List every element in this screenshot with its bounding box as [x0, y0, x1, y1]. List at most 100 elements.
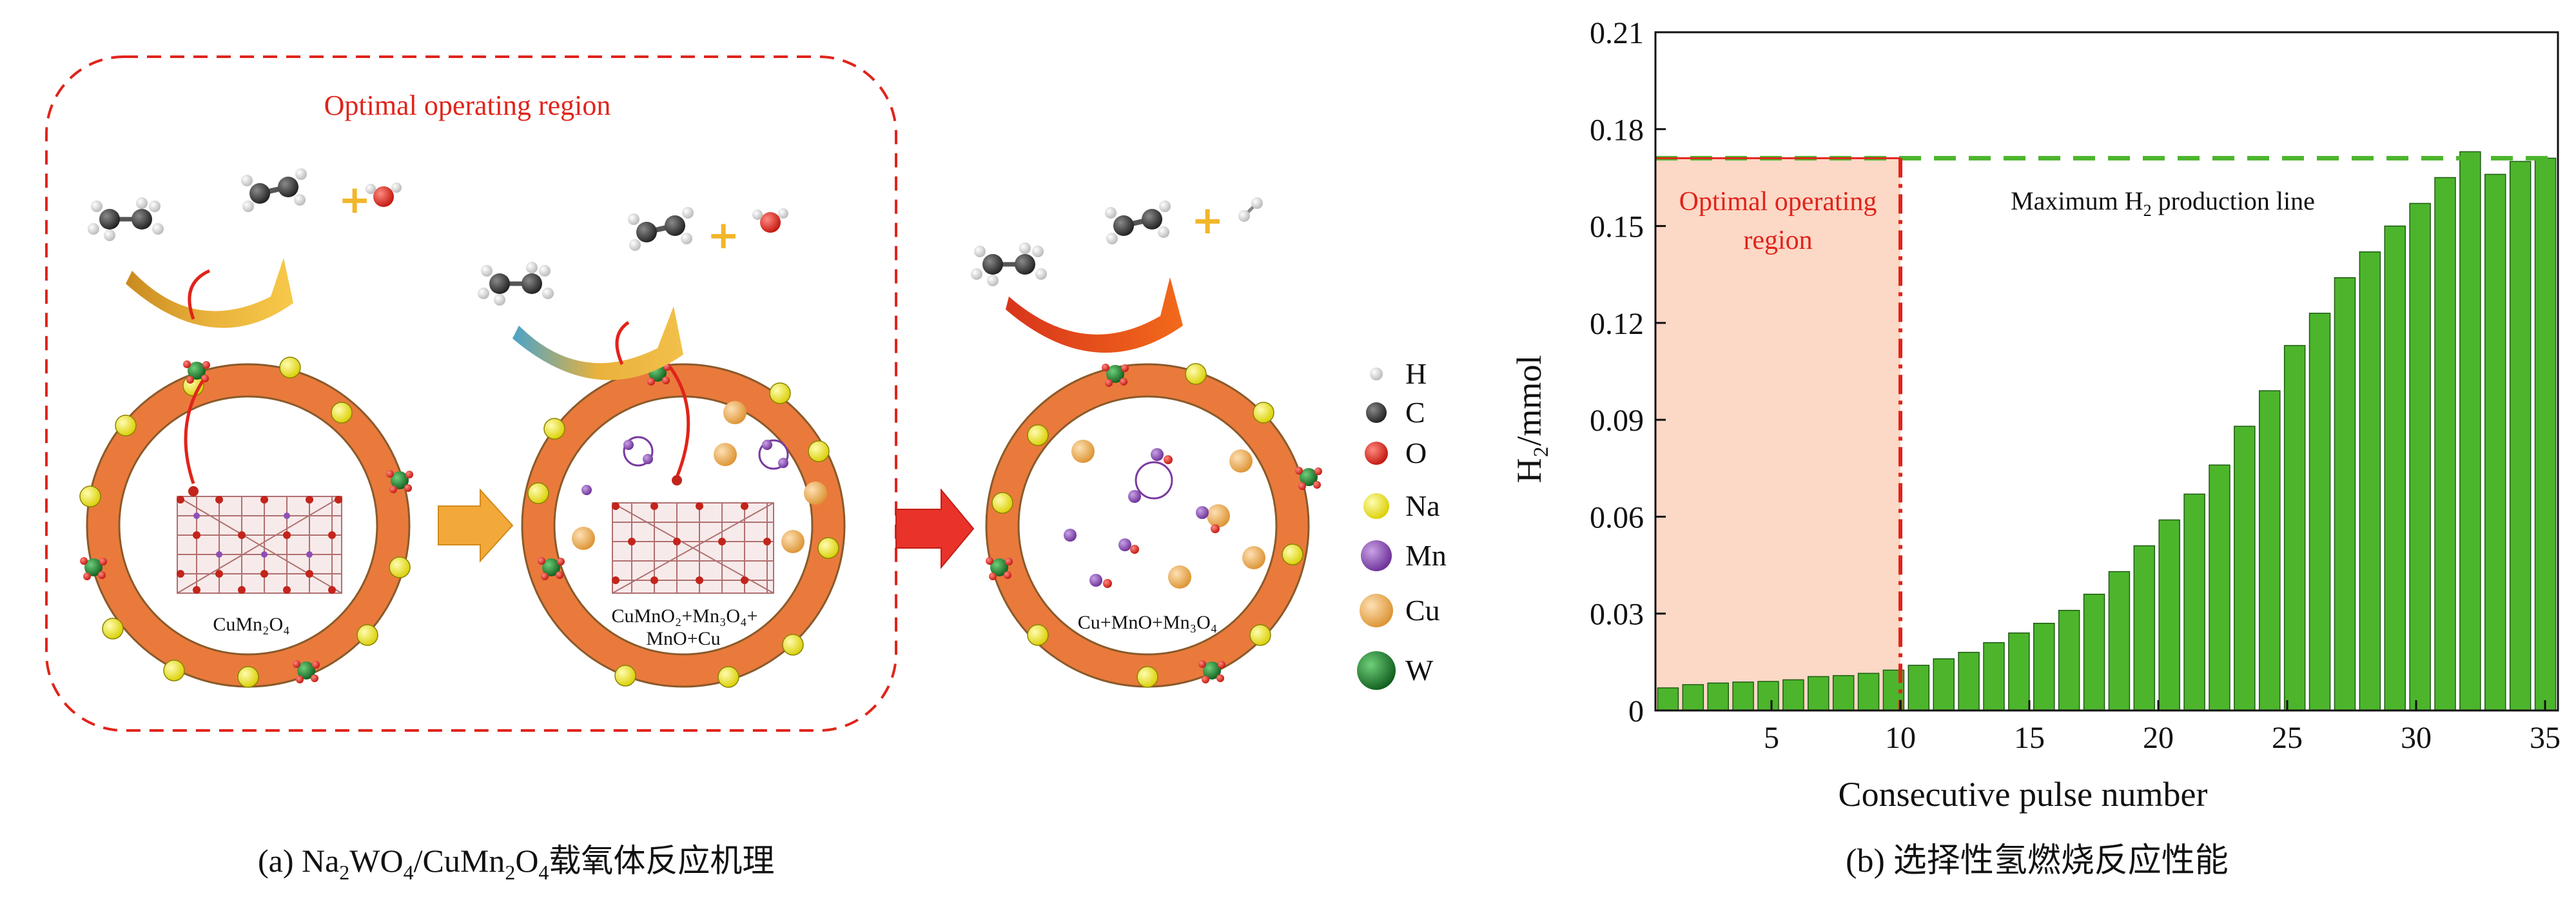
x-tick-label: 15	[2014, 721, 2045, 755]
bar	[2359, 251, 2381, 711]
caption-b: (b) 选择性氢燃烧反应性能	[1846, 843, 2229, 879]
transition-arrow-2	[895, 488, 975, 569]
svg-text:+: +	[707, 213, 739, 258]
legend-item-o: O	[1365, 436, 1427, 469]
region-label-line1: Optimal operating	[1679, 187, 1877, 217]
bar	[1908, 665, 1930, 711]
bar	[1732, 681, 1754, 711]
ring-label-intermediate-2: MnO+Cu	[646, 628, 720, 649]
bar	[2209, 464, 2230, 711]
bar	[2434, 177, 2456, 711]
bar	[1857, 672, 1880, 711]
na-atoms	[79, 357, 1303, 688]
bar	[1958, 652, 1980, 711]
bar	[2534, 157, 2557, 711]
bar	[2283, 345, 2306, 711]
y-tick-label: 0.09	[1590, 404, 1644, 438]
bar	[1757, 681, 1779, 711]
bar	[2484, 173, 2506, 711]
legend-item-w: W	[1357, 651, 1434, 690]
bar	[1657, 687, 1679, 711]
ring-label-reduced: Cu+MnO+Mn₃O₄	[1078, 612, 1217, 633]
bar	[1933, 658, 1955, 711]
lattice-1-atoms	[177, 496, 342, 594]
molecules: + +	[88, 168, 1263, 306]
y-tick-label: 0.21	[1590, 16, 1644, 50]
optimal-region-label: Optimal operating region	[324, 90, 611, 121]
lattice-2-mn-clusters	[623, 436, 789, 470]
bar	[2234, 426, 2256, 711]
bar	[1782, 679, 1804, 711]
ring-label-cumn2o4: CuMn₂O₄	[213, 614, 289, 635]
lattice-2-cu	[572, 401, 827, 553]
ring-label-intermediate-1: CuMnO₂+Mn₃O₄+	[612, 605, 758, 627]
bar	[2409, 202, 2431, 711]
bar	[2133, 545, 2156, 711]
bar	[2459, 151, 2481, 711]
caption-a: (a) Na2WO4/CuMn2O4载氧体反应机理	[258, 843, 774, 884]
bar	[2334, 277, 2356, 711]
legend-item-na: Na	[1363, 489, 1440, 522]
crystal-lattice-1	[177, 496, 342, 594]
svg-text:H: H	[1405, 357, 1427, 390]
y-tick-label: 0.15	[1590, 210, 1644, 244]
legend-item-cu: Cu	[1360, 594, 1440, 627]
atom-legend: H C O Na Mn Cu W	[1357, 357, 1447, 690]
x-tick-label: 25	[2272, 721, 2303, 755]
svg-text:C: C	[1405, 396, 1425, 429]
y-axis-label: H₂/mmol	[1510, 355, 1548, 484]
bar	[1983, 642, 2005, 711]
reaction-arrow-3	[1006, 277, 1183, 353]
svg-text:+: +	[1191, 198, 1224, 243]
svg-text:O: O	[1405, 436, 1427, 469]
svg-text:Na: Na	[1405, 489, 1440, 522]
legend-item-mn: Mn	[1361, 539, 1447, 572]
reaction-arrow-1	[126, 258, 293, 328]
y-tick-label: 0.03	[1590, 598, 1644, 632]
bar	[1808, 676, 1830, 711]
bar	[2308, 313, 2331, 711]
bar	[1832, 675, 1855, 711]
optimal-region-box	[45, 55, 897, 732]
x-tick-label: 30	[2401, 721, 2432, 755]
crystal-lattice-2	[612, 502, 774, 594]
bar	[2183, 493, 2205, 711]
max-line-label: Maximum H2 production line	[2011, 186, 2315, 220]
bar	[1707, 682, 1729, 711]
legend-item-c: C	[1366, 396, 1425, 429]
ring-3-particles	[1064, 440, 1265, 589]
x-axis: 5 10 15 20 25 30 35	[1764, 700, 2561, 755]
optimal-region-fill	[1655, 158, 1900, 710]
svg-text:W: W	[1405, 654, 1434, 687]
svg-text:Cu: Cu	[1405, 594, 1440, 627]
svg-text:+: +	[338, 177, 371, 222]
x-tick-label: 20	[2143, 721, 2174, 755]
panel-a: Optimal operating region	[45, 55, 1447, 884]
y-tick-label: 0.06	[1590, 500, 1644, 534]
reaction-arrow-2	[512, 306, 683, 380]
bar	[2083, 593, 2105, 711]
transition-arrow-1	[438, 488, 514, 563]
bar-series	[1657, 151, 2557, 711]
y-axis: 00.030.060.090.120.150.180.21	[1590, 16, 1666, 729]
bar	[1682, 684, 1704, 711]
bar	[2158, 519, 2180, 711]
region-label-line2: region	[1743, 226, 1812, 255]
y-tick-label: 0.12	[1590, 307, 1644, 341]
x-tick-label: 10	[1885, 721, 1916, 755]
y-tick-label: 0	[1628, 694, 1644, 729]
bar	[2008, 632, 2030, 711]
w-clusters	[80, 360, 1322, 683]
x-axis-label: Consecutive pulse number	[1839, 775, 2208, 814]
x-tick-label: 5	[1764, 721, 1779, 755]
svg-text:Mn: Mn	[1405, 539, 1447, 572]
bar	[2033, 622, 2055, 711]
x-tick-label: 35	[2530, 721, 2561, 755]
bar	[2384, 225, 2406, 711]
bar	[2058, 609, 2080, 711]
legend-item-h: H	[1370, 357, 1427, 390]
plot-frame	[1654, 31, 2559, 712]
bar	[2509, 161, 2532, 711]
